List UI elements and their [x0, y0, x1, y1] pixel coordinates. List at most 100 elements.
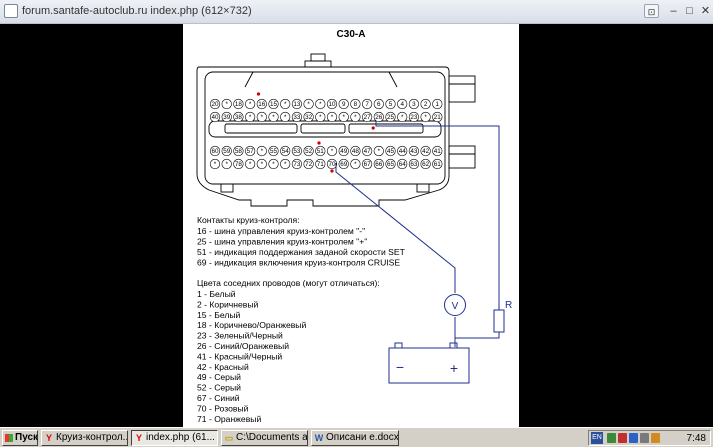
pin-label: 6: [377, 101, 381, 108]
pin-label: *: [401, 114, 404, 121]
pin-socket: [420, 158, 431, 170]
color-line: 71 - Оранжевый: [197, 414, 261, 424]
pin-label: 21: [434, 114, 442, 121]
pin-label: 72: [305, 161, 313, 168]
antivirus-icon[interactable]: [618, 433, 627, 443]
pin-socket: [397, 111, 408, 123]
taskbar: Пуск Y Круиз-контрол... Y index.php (61.…: [0, 427, 713, 447]
start-button[interactable]: Пуск: [2, 430, 38, 446]
pin-socket: [432, 145, 443, 157]
pin-socket: [397, 158, 408, 170]
maximize-button[interactable]: □: [686, 5, 693, 17]
pin-socket: [315, 145, 326, 157]
pin-socket: [268, 98, 279, 110]
pin-socket: [256, 145, 267, 157]
pin-socket: [280, 158, 291, 170]
close-button[interactable]: ✕: [700, 5, 711, 17]
taskbar-item-cruise[interactable]: Y Круиз-контрол...: [41, 430, 128, 446]
pin-socket: [326, 145, 338, 157]
pin-socket: [244, 145, 256, 157]
pin-label: *: [261, 148, 264, 155]
pin-label: *: [249, 101, 252, 108]
pin-label: 25: [387, 114, 395, 121]
pin-label: 32: [305, 114, 313, 121]
pin-label: *: [424, 114, 427, 121]
taskbar-item-documents[interactable]: ▭ C:\Documents a...: [221, 430, 308, 446]
pin-socket: [209, 98, 221, 110]
color-line: 70 - Розовый: [197, 403, 249, 413]
pin-label: *: [261, 114, 264, 121]
contact-line: 69 - индикация включения круиз-контроля …: [197, 258, 400, 268]
pin-socket: [256, 158, 267, 170]
pin-socket: [244, 111, 256, 123]
network-icon[interactable]: [607, 433, 616, 443]
pin-label: *: [307, 101, 310, 108]
pin-label: 33: [293, 114, 301, 121]
pin-label: 40: [211, 114, 219, 121]
system-tray: EN 7:48: [588, 430, 711, 446]
minimize-button[interactable]: –: [670, 5, 677, 17]
color-line: 42 - Красный: [197, 362, 249, 372]
pin-label: 44: [399, 148, 407, 155]
pin-socket: [420, 111, 431, 123]
pin-socket: [408, 98, 419, 110]
pin-label: 15: [270, 101, 278, 108]
pin-label: *: [378, 148, 381, 155]
pin-label: 62: [422, 161, 430, 168]
volume-icon[interactable]: [640, 433, 649, 443]
taskbar-item-index[interactable]: Y index.php (61...: [131, 430, 218, 446]
pin-socket: [385, 98, 396, 110]
pin-label: 10: [328, 101, 336, 108]
pin-socket: [338, 158, 349, 170]
pin-socket: [291, 145, 302, 157]
color-line: 52 - Серый: [197, 383, 241, 393]
pin-socket: [408, 145, 419, 157]
pin-label: 73: [293, 161, 301, 168]
pin-socket: [385, 158, 396, 170]
pin-label: 65: [387, 161, 395, 168]
pin-socket: [315, 158, 326, 170]
clock: 7:48: [686, 433, 706, 444]
pin-socket: [221, 145, 232, 157]
pin-socket: [303, 98, 314, 110]
pin-label: 59: [223, 148, 231, 155]
pin-label: 67: [364, 161, 372, 168]
pin-label: *: [225, 101, 228, 108]
pin-label: 16: [258, 101, 266, 108]
pin-label: 54: [282, 148, 290, 155]
update-icon[interactable]: [651, 433, 660, 443]
pin-socket: [362, 98, 373, 110]
voltmeter-label: V: [452, 301, 459, 312]
pin-label: 45: [387, 148, 395, 155]
bluetooth-icon[interactable]: [629, 433, 638, 443]
language-indicator[interactable]: EN: [591, 432, 603, 444]
pin-socket: [432, 111, 443, 123]
taskbar-item-label: Круиз-контрол...: [56, 432, 128, 443]
taskbar-item-label: C:\Documents a...: [236, 432, 308, 443]
pin-label: *: [249, 161, 252, 168]
taskbar-item-label: Описани e.docx...: [326, 432, 399, 443]
marker-pin-25: [371, 126, 375, 130]
pin-label: 61: [434, 161, 442, 168]
yandex-icon: Y: [45, 433, 52, 443]
pin-label: 63: [410, 161, 418, 168]
pin-label: 41: [434, 148, 442, 155]
pin-label: 13: [293, 101, 301, 108]
pin-label: 7: [365, 101, 369, 108]
pin-socket: [233, 145, 244, 157]
pin-socket: [326, 98, 338, 110]
color-line: 2 - Коричневый: [197, 299, 259, 309]
taskbar-item-word[interactable]: W Описани e.docx...: [311, 430, 399, 446]
pin-socket: [233, 158, 244, 170]
pin-label: 26: [375, 114, 383, 121]
pin-socket: [209, 145, 221, 157]
pin-label: 4: [400, 101, 404, 108]
lock-icon[interactable]: ⊡: [644, 4, 659, 18]
pin-socket: [432, 98, 443, 110]
pin-socket: [209, 158, 221, 170]
pin-socket: [420, 145, 431, 157]
pin-socket: [303, 145, 314, 157]
pin-socket: [385, 145, 396, 157]
